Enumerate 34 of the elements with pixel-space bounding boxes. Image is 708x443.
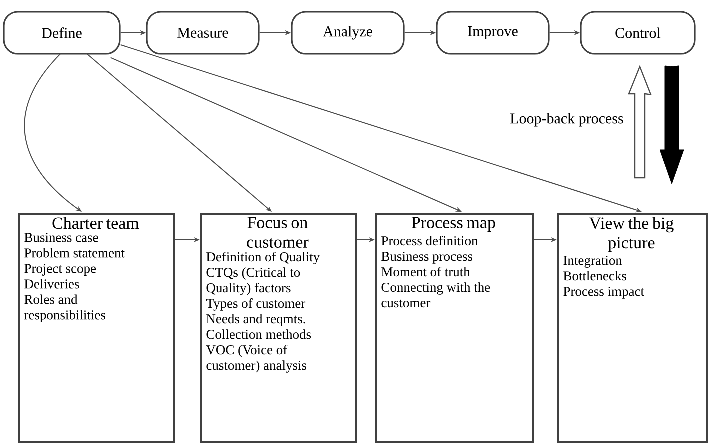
process-step: Measure: [146, 11, 260, 55]
list-item: Connecting with the customer: [382, 282, 490, 308]
list-item: Business case: [24, 233, 98, 242]
list-item: Business process: [382, 252, 473, 264]
stage-box: [200, 213, 357, 443]
list-item: CTQs (Critical to Quality) factors: [206, 268, 300, 296]
box-heading: Charter team: [52, 217, 140, 230]
list-item: Integration: [564, 256, 622, 268]
stage-box: [557, 213, 708, 443]
box-heading: Focus on customer: [247, 217, 309, 248]
list-item: Deliveries: [24, 279, 80, 289]
solid-arrow: [660, 66, 684, 184]
list-item: Bottlenecks: [564, 271, 626, 281]
list-item: Process definition: [382, 236, 478, 246]
list-item: Roles and responsibilities: [24, 294, 106, 322]
list-item: Project scope: [24, 264, 96, 276]
process-step: Control: [580, 11, 696, 55]
arrow: [86, 53, 272, 212]
process-step: Analyze: [291, 11, 405, 55]
list-item: Moment of truth: [382, 266, 470, 277]
list-item: Process impact: [564, 287, 644, 299]
list-item: Problem statement: [24, 248, 125, 258]
stage-box: [18, 213, 175, 443]
list-item: Types of customer: [206, 298, 306, 311]
box-heading: View the big picture: [589, 217, 674, 252]
process-step: Define: [3, 11, 121, 55]
stage-box: [375, 213, 534, 443]
list-item: Needs and reqmts.: [206, 314, 306, 326]
list-item: Collection methods: [206, 330, 312, 340]
list-item: Definition of Quality: [206, 252, 320, 264]
note-label: Loop-back process: [510, 113, 624, 127]
list-item: VOC (Voice of customer) analysis: [206, 345, 307, 373]
box-heading: Process map: [412, 217, 496, 232]
process-step: Improve: [436, 11, 550, 55]
